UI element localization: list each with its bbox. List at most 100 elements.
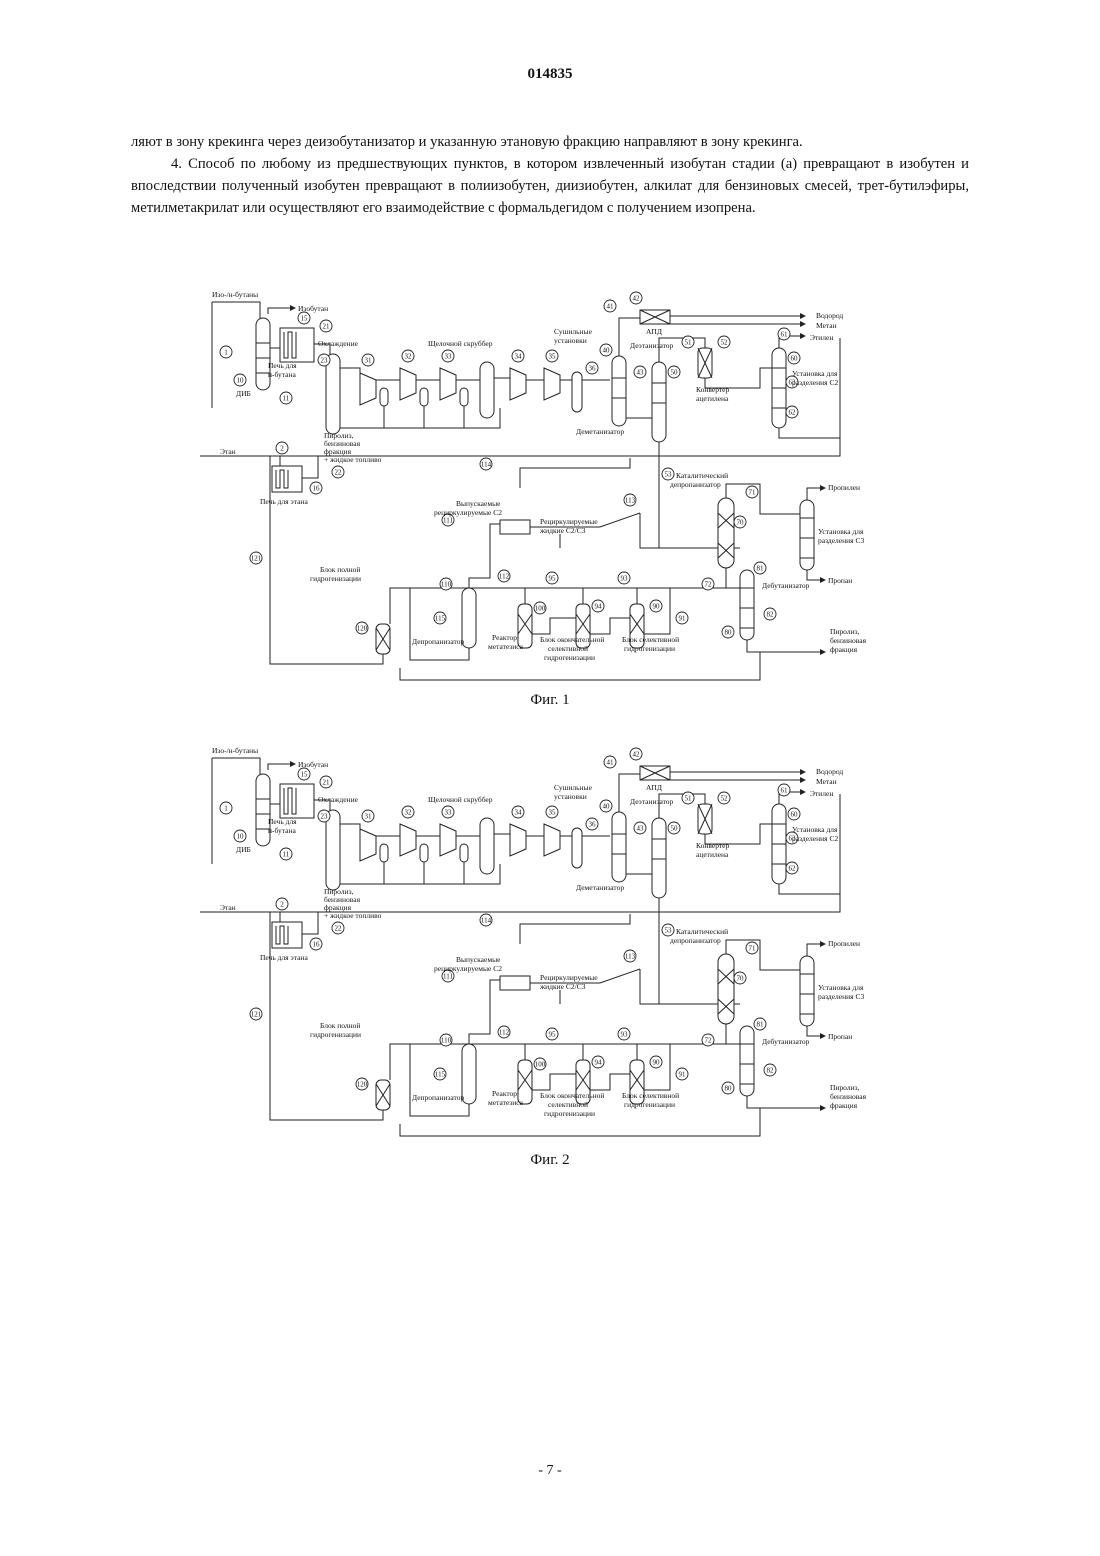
svg-text:80: 80 (725, 1085, 733, 1093)
debutanizer (740, 570, 754, 640)
svg-text:Печь для: Печь для (268, 361, 297, 370)
svg-text:разделения С2: разделения С2 (792, 834, 838, 843)
svg-text:80: 80 (725, 629, 733, 637)
svg-text:81: 81 (757, 1021, 765, 1029)
deethanizer (652, 818, 666, 898)
svg-text:Изо-/н-бутаны: Изо-/н-бутаны (212, 290, 258, 299)
svg-text:+ жидкое топливо: + жидкое топливо (324, 455, 382, 464)
svg-text:гидрогенизации: гидрогенизации (544, 1109, 595, 1118)
catalytic-depropanizer (718, 498, 734, 568)
svg-text:Установка для: Установка для (792, 369, 838, 378)
svg-text:Конвертер: Конвертер (696, 841, 729, 850)
svg-text:бензиновая: бензиновая (830, 636, 867, 645)
svg-text:50: 50 (671, 825, 679, 833)
body-text: ляют в зону крекинга через деизобутаниза… (131, 131, 969, 219)
svg-text:фракция: фракция (830, 1101, 858, 1110)
svg-text:111: 111 (443, 517, 453, 525)
recycle-drum (500, 520, 530, 534)
svg-text:Щелочной скруббер: Щелочной скруббер (428, 795, 493, 804)
svg-text:Метан: Метан (816, 321, 837, 330)
svg-text:11: 11 (283, 395, 290, 403)
svg-text:33: 33 (445, 353, 453, 361)
svg-text:разделения С3: разделения С3 (818, 536, 864, 545)
svg-text:Блок окончательной: Блок окончательной (540, 635, 604, 644)
process-flow-diagram: 1 10 11 15 21 23 2 22 16 31 32 33 34 35 … (200, 744, 900, 1144)
debutanizer (740, 1026, 754, 1096)
svg-text:113: 113 (625, 497, 636, 505)
svg-text:рециркулируемые С2: рециркулируемые С2 (434, 964, 502, 973)
svg-text:Рециркулируемые: Рециркулируемые (540, 517, 598, 526)
svg-text:115: 115 (435, 615, 446, 623)
svg-text:72: 72 (705, 1037, 713, 1045)
svg-text:15: 15 (301, 315, 309, 323)
svg-text:Рециркулируемые: Рециркулируемые (540, 973, 598, 982)
compressor-4 (510, 824, 526, 856)
deethanizer (652, 362, 666, 442)
svg-text:разделения С2: разделения С2 (792, 378, 838, 387)
svg-text:депропанизатор: депропанизатор (670, 936, 721, 945)
svg-text:35: 35 (549, 809, 557, 817)
svg-text:1: 1 (224, 349, 228, 357)
svg-text:2: 2 (280, 901, 284, 909)
svg-text:22: 22 (335, 469, 343, 477)
svg-text:114: 114 (481, 461, 492, 469)
svg-text:селективной: селективной (548, 1100, 588, 1109)
svg-text:метатезиса: метатезиса (488, 1098, 524, 1107)
svg-text:гидрогенизации: гидрогенизации (310, 574, 361, 583)
svg-text:51: 51 (685, 795, 693, 803)
process-flow-diagram: 1 10 11 15 21 23 2 22 16 31 32 33 34 35 … (200, 288, 900, 688)
svg-text:53: 53 (665, 471, 673, 479)
svg-text:52: 52 (721, 339, 729, 347)
svg-text:фракция: фракция (830, 645, 858, 654)
figure-1-caption: Фиг. 1 (0, 692, 1100, 709)
svg-text:32: 32 (405, 809, 413, 817)
svg-text:11: 11 (283, 851, 290, 859)
svg-text:34: 34 (515, 353, 523, 361)
svg-text:2: 2 (280, 445, 284, 453)
svg-text:жидкие С2/С3: жидкие С2/С3 (539, 526, 586, 535)
svg-text:Пиролиз,: Пиролиз, (830, 627, 860, 636)
svg-text:АПД: АПД (646, 327, 662, 336)
svg-text:62: 62 (789, 865, 797, 873)
dryer (572, 372, 582, 412)
figure-2-caption: Фиг. 2 (0, 1152, 1100, 1169)
svg-text:Установка для: Установка для (818, 527, 864, 536)
svg-text:Пропилен: Пропилен (828, 483, 860, 492)
svg-text:Блок окончательной: Блок окончательной (540, 1091, 604, 1100)
svg-text:метатезиса: метатезиса (488, 642, 524, 651)
svg-text:Пиролиз,: Пиролиз, (830, 1083, 860, 1092)
svg-text:рециркулируемые С2: рециркулируемые С2 (434, 508, 502, 517)
svg-text:Пропилен: Пропилен (828, 939, 860, 948)
svg-text:50: 50 (671, 369, 679, 377)
compressor-4 (510, 368, 526, 400)
svg-text:71: 71 (749, 489, 757, 497)
svg-text:Сушильные: Сушильные (554, 327, 593, 336)
svg-text:гидрогенизации: гидрогенизации (624, 1100, 675, 1109)
svg-text:гидрогенизации: гидрогенизации (310, 1030, 361, 1039)
quench-column (326, 810, 340, 890)
svg-text:Печь для этана: Печь для этана (260, 497, 308, 506)
svg-text:установки: установки (554, 336, 587, 345)
svg-text:Водород: Водород (816, 767, 843, 776)
svg-text:110: 110 (441, 1037, 452, 1045)
svg-text:40: 40 (603, 803, 611, 811)
svg-text:35: 35 (549, 353, 557, 361)
svg-text:Водород: Водород (816, 311, 843, 320)
svg-text:21: 21 (323, 323, 331, 331)
svg-text:31: 31 (365, 357, 373, 365)
c3-splitter (800, 500, 814, 570)
svg-text:115: 115 (435, 1071, 446, 1079)
svg-text:Охлаждение: Охлаждение (318, 339, 359, 348)
svg-text:33: 33 (445, 809, 453, 817)
svg-text:32: 32 (405, 353, 413, 361)
svg-text:Деэтанизатор: Деэтанизатор (630, 797, 674, 806)
caustic-scrubber (480, 818, 494, 874)
svg-text:Блок полной: Блок полной (320, 565, 360, 574)
nbutane-furnace (280, 328, 314, 362)
svg-text:42: 42 (633, 751, 641, 759)
svg-text:112: 112 (499, 573, 510, 581)
svg-text:Печь для: Печь для (268, 817, 297, 826)
svg-text:Деэтанизатор: Деэтанизатор (630, 341, 674, 350)
svg-text:82: 82 (767, 1067, 775, 1075)
svg-text:15: 15 (301, 771, 309, 779)
